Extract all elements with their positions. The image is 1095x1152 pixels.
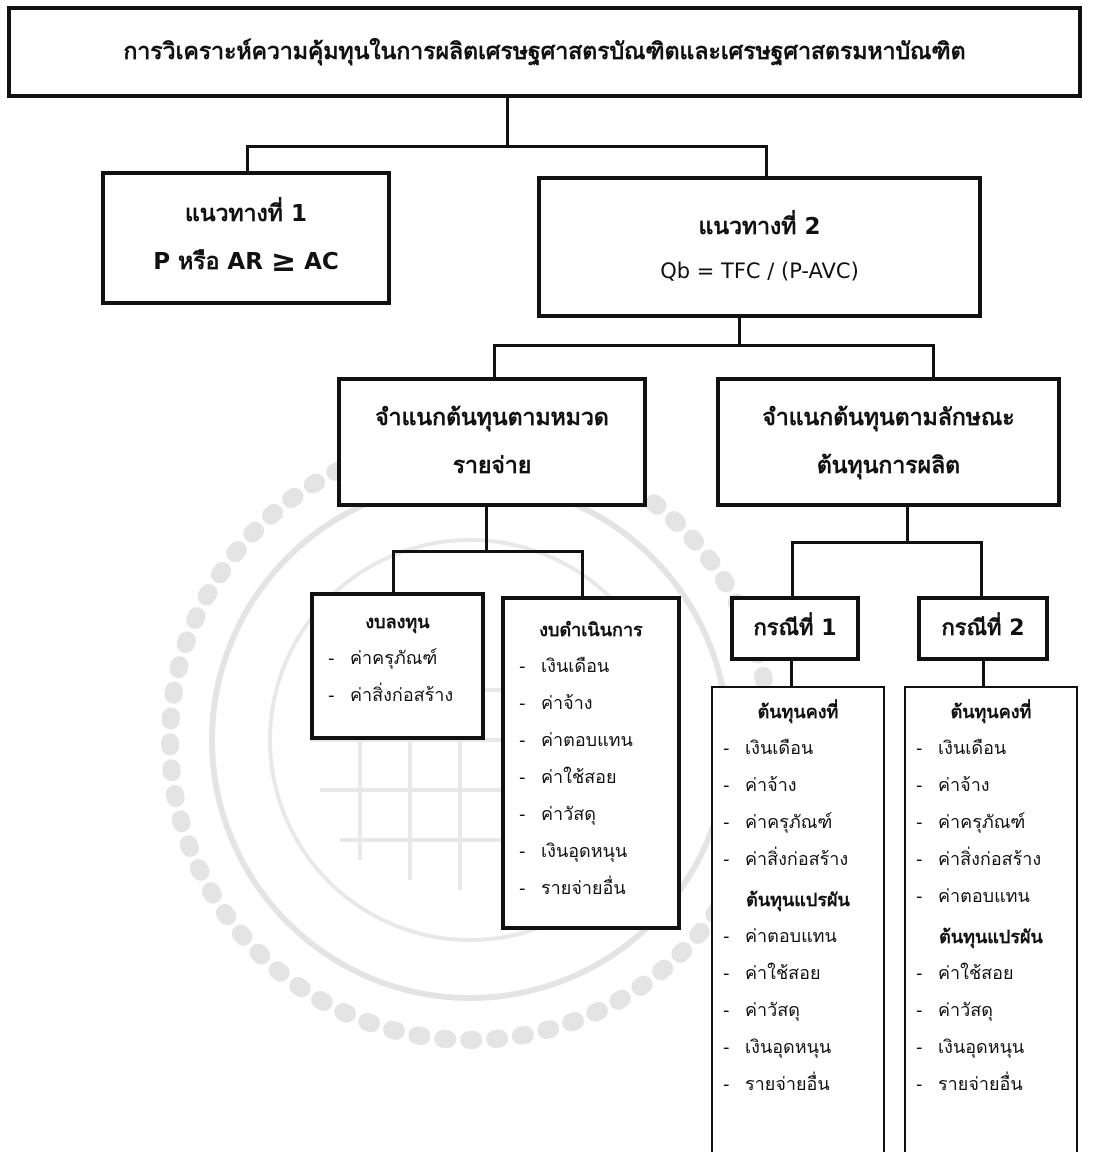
classify-by-production-line2: ต้นทุนการผลิต (816, 453, 961, 479)
connector (980, 541, 983, 597)
case-2-variable-title: ต้นทุนแปรผัน (939, 927, 1043, 948)
connector (790, 660, 793, 687)
classify-by-expense-line2: รายจ่าย (452, 453, 532, 479)
diagram-title: การวิเคราะห์ความคุ้มทุนในการผลิตเศรษฐศาส… (123, 39, 966, 65)
case-2-fixed-list: -เงินเดือน -ค่าจ้าง -ค่าครุภัณฑ์ -ค่าสิ่… (906, 730, 1076, 915)
capital-budget-list: -ค่าครุภัณฑ์ -ค่าสิ่งก่อสร้าง (314, 640, 481, 714)
case-1-details-box: ต้นทุนคงที่ -เงินเดือน -ค่าจ้าง -ค่าครุภ… (711, 686, 885, 1152)
connector (982, 660, 985, 687)
connector (791, 541, 983, 544)
case-2-details-box: ต้นทุนคงที่ -เงินเดือน -ค่าจ้าง -ค่าครุภ… (904, 686, 1078, 1152)
connector (906, 506, 909, 543)
list-item: -ค่าครุภัณฑ์ (916, 812, 1026, 833)
list-item: -ค่าครุภัณฑ์ (723, 812, 833, 833)
case-1-variable-title: ต้นทุนแปรผัน (746, 890, 850, 911)
list-item: -รายจ่ายอื่น (916, 1074, 1023, 1095)
approach-1-heading: แนวทางที่ 1 (185, 201, 307, 227)
connector (791, 541, 794, 597)
formula-left: P หรือ AR (153, 249, 263, 275)
formula-right: AC (304, 249, 339, 275)
list-item: -เงินอุดหนุน (916, 1037, 1025, 1058)
list-item: -ค่าครุภัณฑ์ (328, 648, 438, 669)
approach-2-formula: Qb = TFC / (P-AVC) (660, 259, 859, 283)
operating-budget-title: งบดำเนินการ (539, 620, 643, 641)
connector (485, 505, 488, 552)
list-item: -เงินเดือน (519, 656, 610, 677)
list-item: -ค่าใช้สอย (916, 963, 1014, 984)
list-item: -ค่าใช้สอย (723, 963, 821, 984)
connector (506, 97, 509, 147)
list-item: -ค่าวัสดุ (519, 804, 596, 825)
case-1-fixed-title: ต้นทุนคงที่ (757, 702, 839, 723)
approach-1-box: แนวทางที่ 1 P หรือ AR ≥ AC (101, 171, 391, 305)
list-item: -เงินอุดหนุน (723, 1037, 832, 1058)
list-item: -ค่าวัสดุ (723, 1000, 800, 1021)
case-1-variable-list: -ค่าตอบแทน -ค่าใช้สอย -ค่าวัสดุ -เงินอุด… (713, 918, 883, 1103)
operating-budget-list: -เงินเดือน -ค่าจ้าง -ค่าตอบแทน -ค่าใช้สอ… (505, 648, 677, 907)
connector (932, 344, 935, 378)
case-1-box: กรณีที่ 1 (730, 596, 860, 661)
list-item: -ค่าสิ่งก่อสร้าง (723, 849, 849, 870)
connector (392, 550, 395, 593)
list-item: -ค่าตอบแทน (723, 926, 837, 947)
list-item: -ค่าใช้สอย (519, 767, 617, 788)
list-item: -ค่าสิ่งก่อสร้าง (916, 849, 1042, 870)
connector (246, 145, 249, 172)
list-item: -ค่าวัสดุ (916, 1000, 993, 1021)
list-item: -เงินเดือน (916, 738, 1007, 759)
case-2-variable-list: -ค่าใช้สอย -ค่าวัสดุ -เงินอุดหนุน -รายจ่… (906, 955, 1076, 1103)
case-2-fixed-title: ต้นทุนคงที่ (950, 702, 1032, 723)
list-item: -ค่าสิ่งก่อสร้าง (328, 685, 454, 706)
list-item: -รายจ่ายอื่น (723, 1074, 830, 1095)
connector (392, 550, 584, 553)
capital-budget-box: งบลงทุน -ค่าครุภัณฑ์ -ค่าสิ่งก่อสร้าง (310, 592, 485, 740)
case-1-label: กรณีที่ 1 (753, 615, 837, 641)
connector (765, 145, 768, 177)
classify-by-expense-line1: จำแนกต้นทุนตามหมวด (375, 405, 609, 431)
list-item: -เงินเดือน (723, 738, 814, 759)
operating-budget-box: งบดำเนินการ -เงินเดือน -ค่าจ้าง -ค่าตอบแ… (501, 596, 681, 930)
connector (738, 316, 741, 346)
classify-by-production-line1: จำแนกต้นทุนตามลักษณะ (762, 405, 1015, 431)
approach-2-box: แนวทางที่ 2 Qb = TFC / (P-AVC) (537, 176, 982, 318)
case-2-label: กรณีที่ 2 (941, 615, 1025, 641)
greater-equal-symbol: ≥ (270, 244, 297, 279)
classify-by-expense-box: จำแนกต้นทุนตามหมวด รายจ่าย (337, 377, 647, 507)
list-item: -ค่าตอบแทน (916, 886, 1030, 907)
list-item: -ค่าตอบแทน (519, 730, 633, 751)
case-1-fixed-list: -เงินเดือน -ค่าจ้าง -ค่าครุภัณฑ์ -ค่าสิ่… (713, 730, 883, 878)
classify-by-production-box: จำแนกต้นทุนตามลักษณะ ต้นทุนการผลิต (716, 377, 1061, 507)
list-item: -เงินอุดหนุน (519, 841, 628, 862)
approach-2-heading: แนวทางที่ 2 (698, 214, 821, 240)
capital-budget-title: งบลงทุน (365, 612, 430, 633)
connector (493, 344, 935, 347)
case-2-box: กรณีที่ 2 (917, 596, 1049, 661)
connector (493, 344, 496, 378)
list-item: -รายจ่ายอื่น (519, 878, 626, 899)
connector (246, 145, 768, 148)
list-item: -ค่าจ้าง (519, 693, 593, 714)
list-item: -ค่าจ้าง (916, 775, 990, 796)
connector (581, 550, 584, 597)
list-item: -ค่าจ้าง (723, 775, 797, 796)
approach-1-formula: P หรือ AR ≥ AC (153, 238, 339, 286)
title-box: การวิเคราะห์ความคุ้มทุนในการผลิตเศรษฐศาส… (7, 6, 1082, 98)
